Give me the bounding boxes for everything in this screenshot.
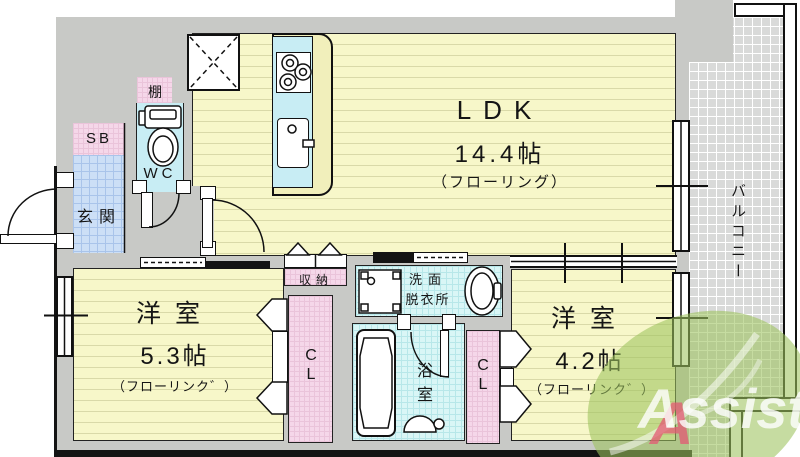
shoe-box-label: SB: [85, 130, 112, 147]
entrance-door-arc: [7, 188, 58, 237]
sliding-partition-washroom: [413, 252, 468, 263]
entrance-door-frame-bottom: [56, 233, 74, 249]
structural-pillar: [675, 0, 733, 62]
washroom-label-line2: 脱衣所: [405, 292, 451, 307]
entrance-label: 玄関: [76, 209, 121, 226]
closet-5-3-label: CL: [305, 347, 317, 383]
ldk-door-panel: [202, 198, 213, 248]
balcony-wall-step-lower: [729, 412, 743, 457]
outer-wall-left-edge: [54, 166, 57, 457]
wc-label: WC: [143, 165, 177, 182]
west-4-2-floor-type: （フローリンク゛）: [528, 382, 655, 397]
balcony-label: バルコニー: [729, 183, 746, 283]
closet-5-3: [288, 295, 333, 443]
ldk-floor-type: （フローリング）: [431, 174, 568, 191]
shelf-box: [137, 77, 172, 103]
wall-bar-washroom: [373, 252, 413, 263]
washroom-label-line1: 洗面: [408, 272, 447, 287]
west-5-3-floor-type: （フローリンク゛）: [111, 379, 238, 394]
hall-storage-box: [284, 268, 347, 286]
west-5-3-size: 5.3帖: [140, 343, 210, 370]
wc-door-frame-left: [132, 180, 147, 194]
closet-4-2-label: CL: [477, 357, 489, 393]
wall-bar-5-3: [206, 261, 270, 269]
balcony-wall-right: [783, 3, 797, 399]
ldk-name: LDK: [456, 95, 544, 125]
shelf-label: 棚: [148, 84, 162, 100]
hall-storage-label: 収納: [298, 273, 333, 287]
entrance-door-panel: [0, 234, 57, 244]
window-4-2-balcony: [672, 272, 690, 367]
west-5-3-name: 洋室: [135, 300, 214, 328]
stove: [276, 52, 311, 93]
wc-door-frame-right: [176, 180, 191, 194]
hall-storage-doors: [284, 254, 347, 268]
bathtub: [356, 329, 396, 437]
kitchen-sink: [277, 118, 309, 168]
window-west-5-3: [56, 276, 73, 357]
bathroom-label: 浴室: [414, 362, 431, 410]
closet-4-2-door-band: [500, 368, 514, 389]
sliding-door-ldk-4-2: [510, 255, 677, 268]
closet-5-3-door-band: [272, 331, 288, 383]
shoe-box: [73, 123, 125, 155]
ldk-size: 14.4帖: [454, 141, 546, 168]
balcony-wall-step: [729, 397, 800, 412]
western-room-5-3-floor: [73, 268, 284, 441]
balcony-floor-lower: [689, 399, 731, 457]
bath-door-panel: [440, 330, 449, 377]
window-ldk-balcony: [672, 120, 690, 252]
entrance-tile: [73, 155, 125, 253]
sliding-partition-5-3: [140, 257, 206, 268]
closet-4-2: [466, 330, 500, 444]
west-4-2-name: 洋室: [550, 305, 629, 333]
entrance-door-frame-top: [56, 172, 74, 188]
bath-door-frame-left: [397, 314, 411, 330]
bath-door-frame-right: [442, 314, 456, 330]
wc-door-panel: [141, 192, 153, 228]
outer-wall-bottom-edge: [54, 450, 692, 457]
west-4-2-size: 4.2帖: [555, 348, 625, 375]
refrigerator-space: [187, 34, 240, 91]
